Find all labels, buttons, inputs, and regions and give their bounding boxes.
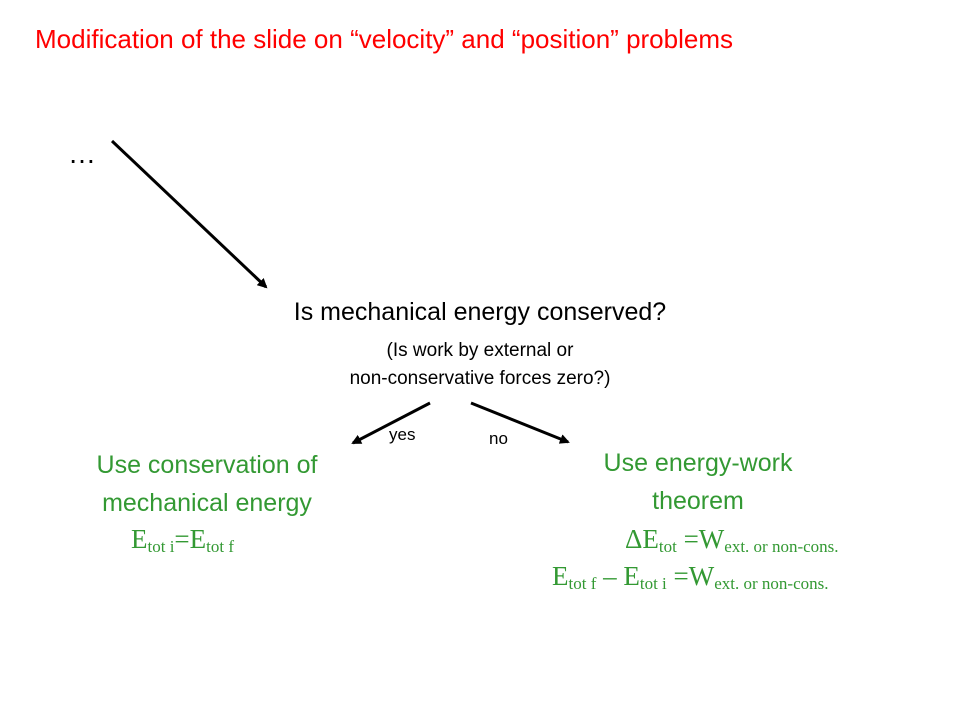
arrow-to-question (110, 139, 268, 289)
energy-work-equation-difference: Etot f – Etot i =Wext. or non-cons. (552, 561, 829, 593)
question-text: Is mechanical energy conserved? (293, 298, 667, 326)
energy-work-action-line1: Use energy-work (603, 449, 793, 477)
question-subtext-line2: non-conservative forces zero?) (349, 368, 611, 389)
energy-work-equation-delta: ΔEtot =Wext. or non-cons. (625, 524, 839, 556)
conservation-action-line2: mechanical energy (102, 489, 312, 517)
slide-title: Modification of the slide on “velocity” … (35, 24, 734, 54)
conservation-action: Use conservation of mechanical energy (52, 446, 362, 522)
energy-work-action: Use energy-work theorem (548, 444, 848, 520)
arrow-yes (351, 401, 431, 445)
question-subtext-line1: (Is work by external or (386, 340, 574, 361)
arrow-no (470, 401, 570, 444)
ellipsis-text: … (68, 138, 96, 169)
no-label: no (489, 429, 508, 448)
energy-work-action-line2: theorem (652, 487, 744, 515)
yes-label: yes (389, 425, 416, 444)
conservation-action-line1: Use conservation of (96, 451, 318, 479)
conservation-equation: Etot i=Etot f (131, 524, 235, 556)
